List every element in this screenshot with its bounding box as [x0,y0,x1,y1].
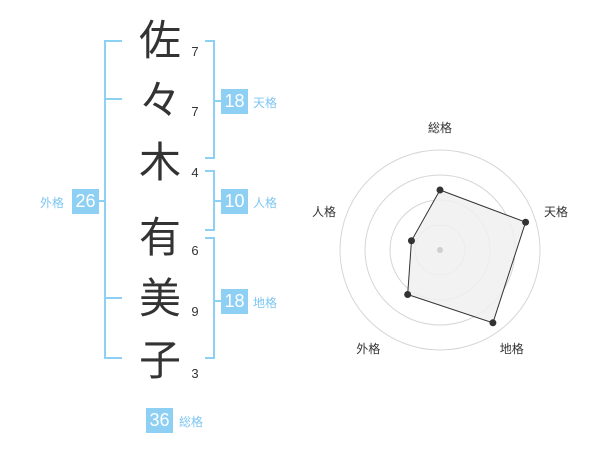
radar-point [404,290,412,298]
stroke-count-3: 4 [191,165,199,180]
stroke-count-2: 7 [191,104,199,119]
radar-point [522,218,530,226]
radar-point [489,319,497,327]
radar-axis-label: 天格 [544,205,569,220]
name-char-3: 木 [138,138,181,187]
radar-point [436,186,444,194]
stroke-count-5: 9 [191,304,199,319]
gaikaku-bracket [104,40,122,359]
tenkaku-badge: 18 [221,89,248,114]
chikaku-label: 地格 [253,296,278,310]
radar-ring [339,149,541,351]
name-char-4: 有 [138,213,181,262]
name-char-6: 子 [138,336,181,385]
chikaku-bracket [205,237,215,359]
tenkaku-label: 天格 [253,96,278,110]
radar-axis-label: 人格 [311,205,336,220]
jinkaku-label: 人格 [253,196,278,210]
radar-point [407,237,415,245]
soukaku-label: 総格 [179,415,204,429]
gaikaku-badge: 26 [72,189,99,214]
stroke-count-4: 6 [191,243,199,258]
name-char-5: 美 [138,274,181,323]
chikaku-badge: 18 [221,289,248,314]
jinkaku-badge: 10 [221,189,248,214]
radar-center-dot [437,247,443,253]
stroke-count-6: 3 [191,366,199,381]
name-char-1: 佐 [138,16,181,65]
gaikaku-label: 外格 [40,196,65,210]
radar-axis-label: 外格 [356,341,381,356]
tenkaku-bracket [205,40,215,159]
name-char-2: 々 [138,76,181,125]
radar-axis-label: 総格 [427,121,453,135]
radar-axis-label: 地格 [499,341,524,356]
radar-series-polygon [407,189,527,324]
stroke-count-1: 7 [191,44,199,59]
soukaku-badge: 36 [146,408,173,433]
